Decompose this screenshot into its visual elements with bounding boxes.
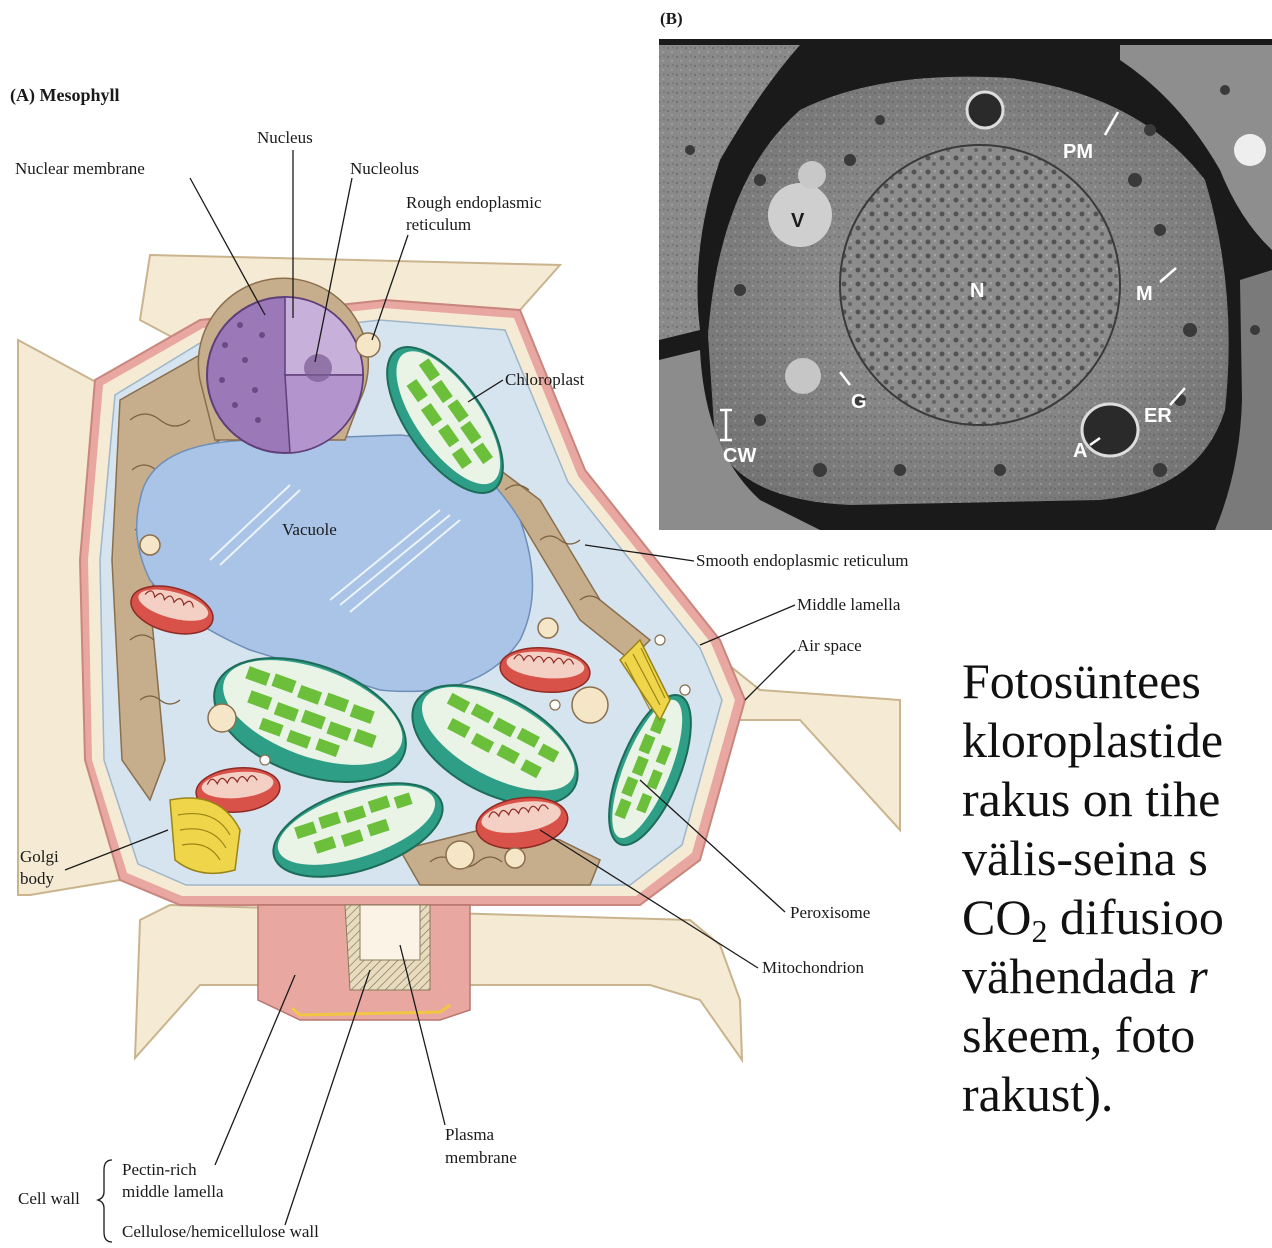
caption-line-2: kloroplastide: [962, 711, 1272, 770]
micrograph-label-m: M: [1136, 283, 1153, 305]
caption-diffusion: difusioo: [1047, 889, 1223, 945]
caption-line-4: välis-seina s: [962, 829, 1272, 888]
electron-micrograph: (B) PM V N M G ER CW: [659, 9, 1272, 530]
caption-vahendada: vähendada: [962, 948, 1188, 1004]
label-cell-wall: Cell wall: [18, 1189, 80, 1208]
wall-cutaway: [258, 905, 470, 1020]
caption-text: Fotosüntees kloroplastide rakus on tihe …: [962, 652, 1272, 1248]
micrograph-amyloplast: [1082, 404, 1138, 456]
caption-co-subscript: 2: [1031, 913, 1047, 949]
label-peroxisome: Peroxisome: [790, 903, 870, 922]
micrograph-label-cw: CW: [723, 445, 756, 467]
vacuole-label: Vacuole: [282, 520, 337, 539]
label-rough-er-line1: Rough endoplasmic: [406, 193, 542, 212]
cell-wall-brace: [98, 1160, 112, 1242]
caption-line-6: vähendada r: [962, 947, 1272, 1006]
micrograph-label-er: ER: [1144, 405, 1172, 427]
micrograph-label-a: A: [1073, 440, 1087, 462]
label-mitochondrion: Mitochondrion: [762, 958, 864, 977]
label-plasma-membrane-line2: membrane: [445, 1148, 517, 1167]
label-plasma-membrane-line1: Plasma: [445, 1125, 495, 1144]
label-nucleus: Nucleus: [257, 128, 313, 147]
label-smooth-er: Smooth endoplasmic reticulum: [696, 551, 908, 570]
label-pectin-line1: Pectin-rich: [122, 1160, 197, 1179]
label-golgi-line1: Golgi: [20, 847, 59, 866]
nucleus: [198, 278, 368, 453]
label-middle-lamella: Middle lamella: [797, 595, 901, 614]
caption-line-3: rakus on tihe: [962, 770, 1272, 829]
label-nuclear-membrane: Nuclear membrane: [15, 159, 145, 178]
micrograph-label-pm: PM: [1063, 141, 1093, 163]
peroxisome-small-top: [356, 333, 380, 357]
micrograph-amyloplast-top: [967, 92, 1003, 128]
label-rough-er-line2: reticulum: [406, 215, 471, 234]
label-pectin-line2: middle lamella: [122, 1182, 224, 1201]
micrograph-label-v: V: [791, 210, 805, 232]
micrograph-bright-body: [1234, 134, 1266, 166]
micrograph-label-n: N: [970, 280, 984, 302]
label-air-space: Air space: [797, 636, 862, 655]
micrograph-label-g: G: [851, 391, 867, 413]
panel-b-title: (B): [660, 9, 683, 28]
label-cellulose-wall: Cellulose/hemicellulose wall: [122, 1222, 319, 1241]
caption-line-1: Fotosüntees: [962, 652, 1272, 711]
panel-a-title: (A) Mesophyll: [10, 85, 120, 106]
micrograph-vesicle-2: [785, 358, 821, 394]
caption-italic-r: r: [1188, 948, 1207, 1004]
caption-line-8: rakust).: [962, 1065, 1272, 1124]
caption-co: CO: [962, 889, 1031, 945]
label-nucleolus: Nucleolus: [350, 159, 419, 178]
label-chloroplast: Chloroplast: [505, 370, 585, 389]
micrograph-vesicle-1: [798, 161, 826, 189]
caption-line-5: CO2 difusioo: [962, 888, 1272, 947]
label-golgi-line2: body: [20, 869, 55, 888]
caption-line-7: skeem, foto: [962, 1006, 1272, 1065]
